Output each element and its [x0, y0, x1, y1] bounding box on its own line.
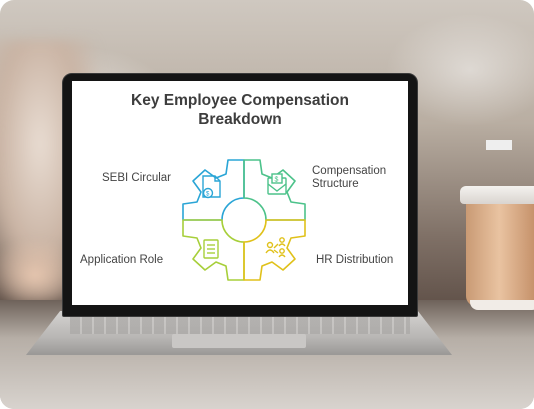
document-coin-icon: $ — [202, 175, 221, 199]
coffee-cup — [466, 198, 534, 306]
laptop-keyboard — [70, 316, 410, 334]
label-hr-distribution: HR Distribution — [316, 254, 394, 266]
background-object — [486, 140, 512, 150]
gear-quadrant-top-right — [243, 159, 306, 221]
label-compensation-structure: Compensation Structure — [312, 165, 386, 191]
laptop-screen: Key Employee Compensation Breakdown $ — [72, 81, 408, 305]
gear-quadrant-bottom-right — [243, 219, 306, 281]
svg-text:$: $ — [275, 177, 279, 184]
gear-diagram: $ $ — [182, 159, 306, 281]
coffee-cup-lid — [460, 186, 534, 204]
people-distribution-icon — [265, 237, 286, 258]
gear-quadrant-top-left — [182, 159, 245, 221]
slide-title-line2: Breakdown — [198, 111, 282, 128]
gear-quadrant-bottom-left — [182, 219, 245, 281]
slide-title-line1: Key Employee Compensation — [131, 92, 349, 109]
svg-text:$: $ — [206, 192, 210, 198]
coffee-cup-base — [470, 300, 534, 310]
label-sebi-circular: SEBI Circular — [102, 172, 172, 184]
money-envelope-icon: $ — [267, 173, 287, 195]
label-compensation-line1: Compensation — [312, 165, 387, 177]
gear-outline — [182, 159, 306, 281]
label-application-role: Application Role — [80, 254, 164, 266]
form-document-icon — [203, 239, 219, 259]
slide-title: Key Employee Compensation Breakdown — [72, 91, 408, 129]
label-compensation-line2: Structure — [312, 178, 359, 190]
laptop-trackpad — [172, 334, 306, 348]
